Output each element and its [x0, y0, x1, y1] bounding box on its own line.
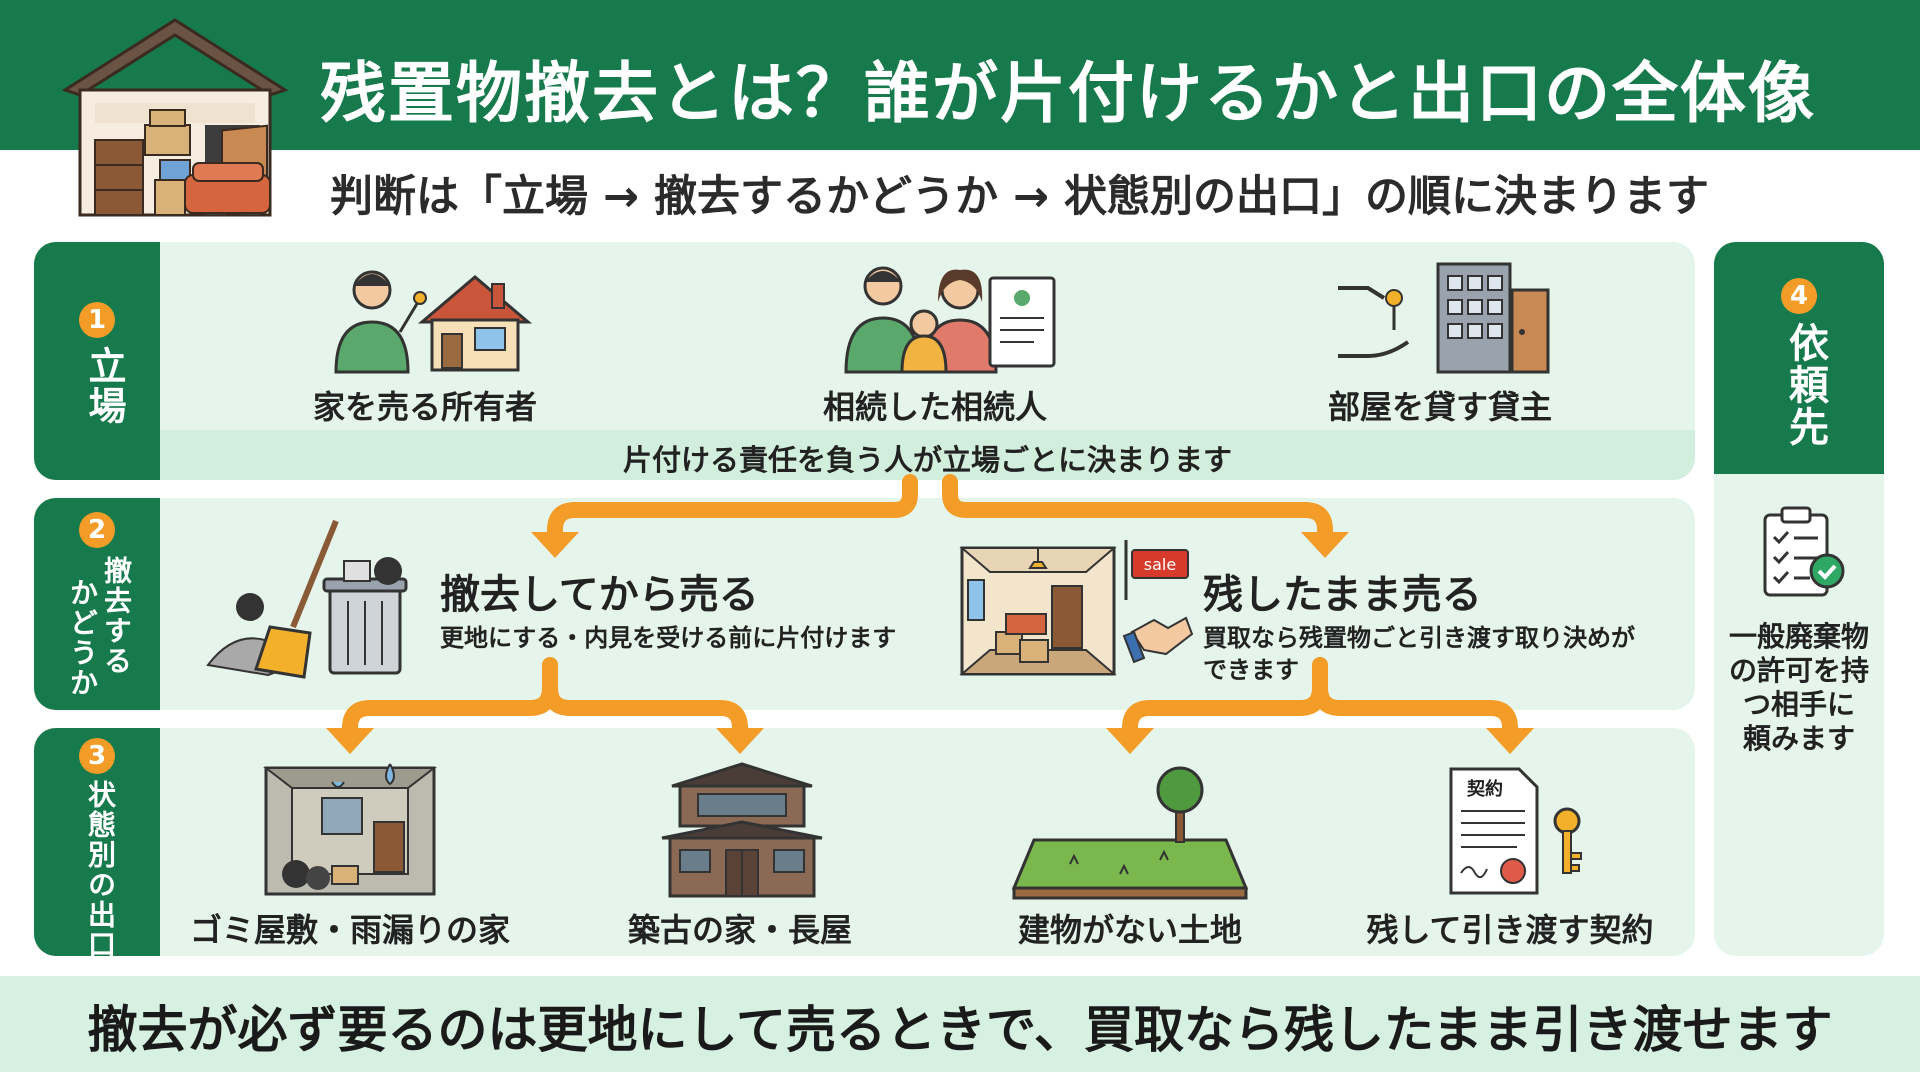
keep-and-sell-desc-line2: できます [1203, 656, 1299, 684]
request-desc-line-1: 一般廃棄物 [1728, 620, 1869, 653]
keep-and-sell-title: 残したまま売る [1203, 572, 1482, 618]
exit-label-trash-house: ゴミ屋敷・雨漏りの家 [189, 911, 510, 949]
furnished-room-sale-icon: sale [959, 540, 1194, 676]
position-label-owner: 家を売る所有者 [312, 388, 537, 426]
landlord-key-building-icon [1338, 262, 1550, 374]
row-exit-label: 状態別の出口 [84, 780, 117, 960]
request-badge: 4 [1781, 278, 1817, 314]
owner-with-house-icon [334, 270, 533, 374]
handover-contract-key-icon: 契約 [1449, 767, 1582, 895]
position-note: 片付ける責任を負う人が立場ごとに決まります [622, 443, 1232, 477]
keep-and-sell-desc-line1: 買取なら残置物ごと引き渡す取り決めが [1203, 624, 1635, 652]
row-position-side [34, 242, 160, 480]
trash-house-leaking-icon [263, 763, 437, 896]
footer-band [0, 976, 1920, 1072]
checklist-clipboard-icon [1763, 506, 1845, 597]
row-decision-label-line2: かどうか [66, 578, 99, 698]
page-title: 残置物撤去とは？誰が片付けるかと出口の全体像 [320, 55, 1816, 132]
row-decision-bg [160, 498, 1695, 710]
exit-label-handover-contract: 残して引き渡す契約 [1366, 911, 1654, 949]
row-position-label: 立場 [82, 346, 126, 426]
vacant-land-tree-icon [1011, 766, 1249, 900]
request-label: 依頼先 [1782, 322, 1828, 448]
request-desc-line-4: 頼みます [1742, 722, 1855, 755]
remove-then-sell-title: 撤去してから売る [440, 572, 759, 618]
request-description: 一般廃棄物 の許可を持 つ相手に 頼みます [1714, 620, 1884, 756]
row-exit-badge: 3 [79, 738, 115, 774]
exit-label-vacant-land: 建物がない土地 [1017, 911, 1242, 949]
row-position-badge: 1 [79, 302, 115, 338]
contract-heading: 契約 [1466, 778, 1503, 800]
request-desc-line-3: つ相手に [1742, 688, 1855, 721]
position-label-landlord: 部屋を貸す貸主 [1327, 388, 1552, 426]
exit-label-old-house: 築古の家・長屋 [627, 911, 852, 949]
broom-trash-can-icon [206, 519, 408, 679]
request-desc-line-2: の許可を持 [1728, 654, 1869, 687]
row-decision-label-line1: 撤去する [100, 556, 133, 676]
sale-sign-text: sale [1144, 555, 1176, 574]
remove-then-sell-desc: 更地にする・内見を受ける前に片付けます [440, 624, 897, 652]
header-bar [0, 0, 1920, 150]
old-row-house-icon [661, 762, 823, 898]
row-decision-badge: 2 [79, 512, 115, 548]
footer-summary: 撤去が必ず要るのは更地にして売るときで、買取なら残したまま引き渡せます [87, 1001, 1833, 1059]
position-label-heir: 相続した相続人 [822, 388, 1047, 426]
page-subtitle: 判断は「立場 → 撤去するかどうか → 状態別の出口」の順に決まります [330, 172, 1709, 222]
row-position-note-band [160, 430, 1695, 480]
house-with-furniture-icon [61, 18, 289, 217]
heir-family-with-will-icon [844, 266, 1056, 374]
